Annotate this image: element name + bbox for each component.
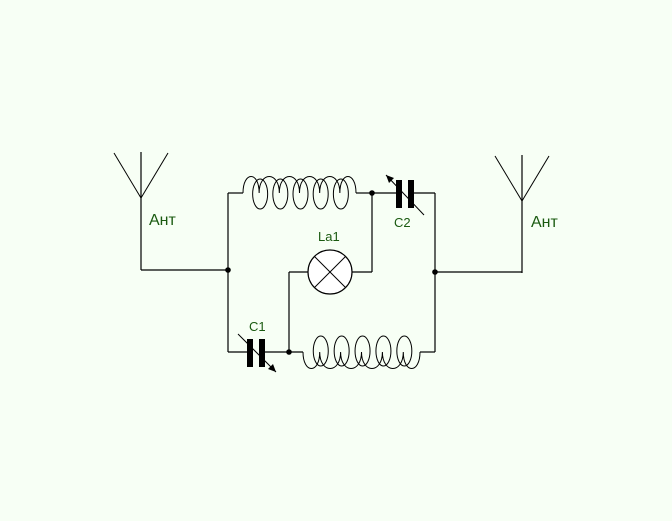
capacitor-c2 [385,174,425,216]
coil-loop [396,335,413,367]
lamp-la1-label: La1 [318,229,340,244]
coil-loop [375,335,392,367]
coil-outer-arcs [242,176,357,194]
junction-left [225,267,231,273]
coil-outer-arcs [302,351,421,369]
coil-loop [312,335,329,367]
capacitor-c1 [237,333,277,373]
inductor-bottom [302,335,421,369]
coil-loop [252,178,269,210]
coil-loop [332,178,349,210]
coil-loop [312,178,329,210]
capacitor-c2-label: C2 [394,215,411,230]
coil-loop [292,178,309,210]
antenna-left [113,152,169,270]
lamp-la1 [307,249,353,295]
capacitor-c1-label: C1 [249,319,266,334]
antenna-right-label: Ант [531,214,559,231]
antenna-left-label: Ант [149,212,177,229]
antenna-right [494,155,550,273]
junction-bottom [286,349,292,355]
coil-loop [272,178,289,210]
junction-right [432,269,438,275]
inductor-top [242,176,357,210]
coil-loop [333,335,350,367]
coil-loop [354,335,371,367]
